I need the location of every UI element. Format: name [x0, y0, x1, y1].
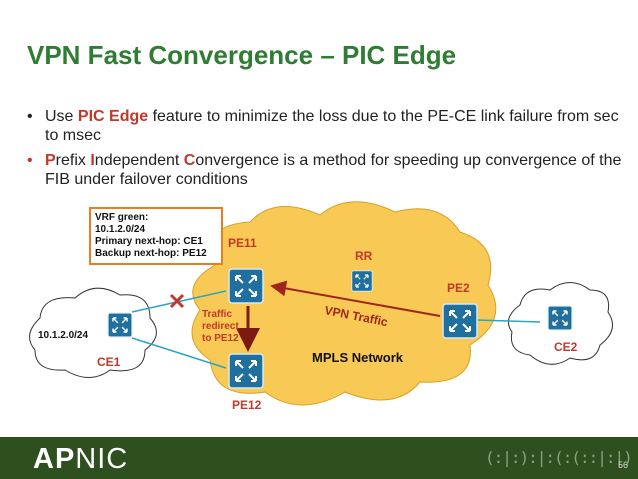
vrf-line: Backup next-hop: PE12 [95, 248, 207, 259]
prefix-label: 10.1.2.0/24 [38, 330, 89, 341]
pic-edge-highlight: PIC Edge [77, 108, 149, 125]
link-ce1-pe12 [131, 337, 227, 369]
link-failure-icon [169, 293, 185, 309]
ce1-router-icon [107, 312, 133, 338]
ce2-router-icon [547, 305, 573, 331]
footer-bar [0, 437, 638, 479]
logo-part: AP [33, 443, 76, 475]
bullet-list: • Use PIC Edge feature to minimize the l… [27, 107, 627, 195]
ce1-cloud [29, 287, 157, 378]
bullet-text: Use [45, 108, 78, 125]
mpls-network-label: MPLS Network [312, 350, 404, 365]
logo-part: NIC [75, 443, 129, 475]
bullet-text: refix [55, 152, 91, 169]
acronym-letter-p: P [45, 152, 56, 169]
link-pe2-ce2 [475, 319, 541, 323]
apnic-logo: APNIC [33, 443, 128, 476]
bullet-item: • Use PIC Edge feature to minimize the l… [27, 107, 627, 145]
ce2-label: CE2 [554, 340, 578, 354]
mpls-cloud [191, 201, 497, 406]
vrf-line: Primary next-hop: CE1 [95, 236, 203, 247]
pe2-router-icon [442, 303, 478, 339]
acronym-letter-i: I [90, 152, 95, 169]
acronym-letter-c: C [183, 152, 196, 169]
ce1-label: CE1 [97, 355, 121, 369]
pe2-label: PE2 [447, 281, 470, 295]
vrf-line: VRF green: [95, 212, 149, 223]
page-number: 56 [617, 460, 628, 470]
bullet-text: onvergence is a method for speeding up c… [45, 152, 622, 188]
vpn-traffic-arrow [270, 280, 441, 317]
pe12-router-icon [228, 353, 264, 389]
redirect-note: Traffic redirect to PE12 [202, 309, 239, 345]
rr-label: RR [355, 249, 373, 263]
pe12-label: PE12 [232, 398, 262, 412]
vrf-table-box: VRF green: 10.1.2.0/24 Primary next-hop:… [89, 207, 223, 265]
pe11-router-icon [228, 268, 264, 304]
redirect-line: to PE12 [202, 333, 239, 344]
bullet-dot: • [27, 152, 33, 169]
footer-pattern: (:|:):|:(:(::|:|) [485, 448, 633, 467]
bullet-dot: • [27, 108, 33, 125]
pe11-label: PE11 [228, 236, 257, 250]
bullet-item: • Prefix Independent Convergence is a me… [27, 151, 627, 189]
rr-router-icon [351, 270, 373, 292]
bullet-text: ndependent [94, 152, 184, 169]
bullet-text: feature to minimize the loss due to the … [45, 108, 619, 144]
redirect-line: Traffic [202, 309, 233, 320]
redirect-line: redirect [202, 321, 239, 332]
vrf-line: 10.1.2.0/24 [95, 224, 146, 235]
slide-title: VPN Fast Convergence – PIC Edge [27, 40, 457, 70]
